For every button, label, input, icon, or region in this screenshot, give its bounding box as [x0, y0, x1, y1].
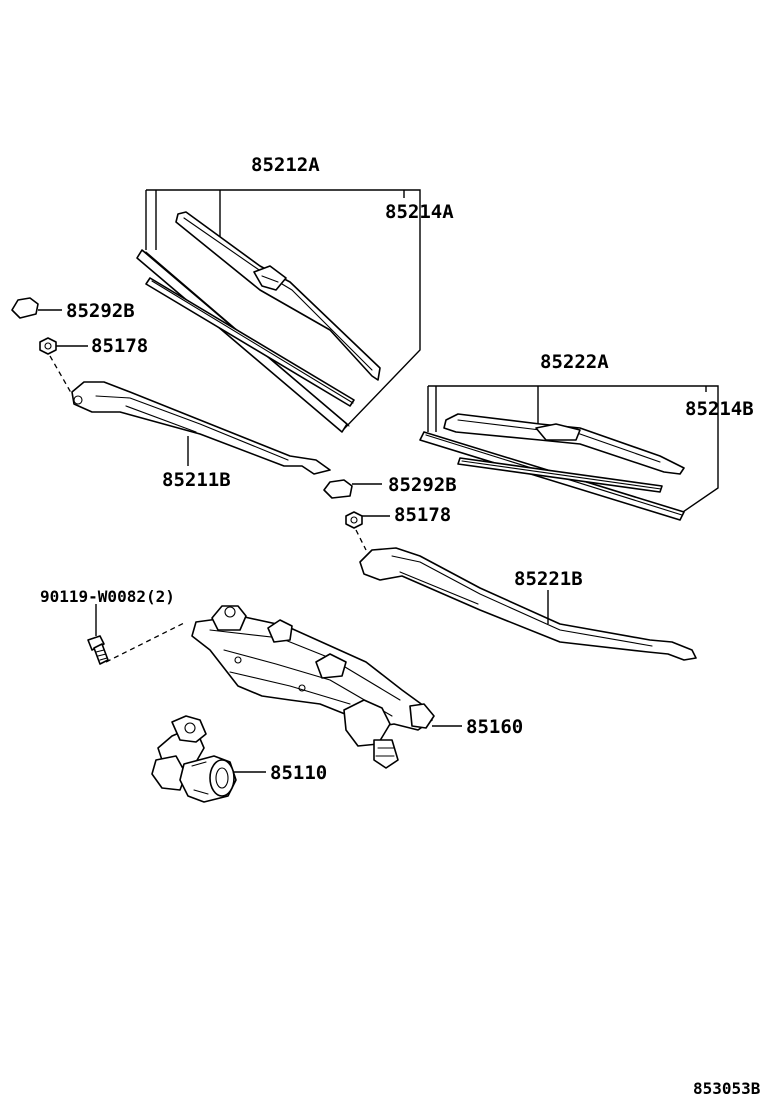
callout-labels: 85212A 85214A 85292B 85178 85211B 85222A…: [40, 154, 760, 1098]
passenger-wiper-blade: [443, 413, 685, 475]
front-blade-rubber-strip: [145, 277, 355, 407]
label-85178-front: 85178: [91, 335, 148, 357]
wiper-motor: [151, 715, 237, 803]
passenger-arm-nut: [345, 511, 363, 529]
wiper-link-assembly: [191, 605, 435, 769]
label-85292B-rear: 85292B: [388, 474, 457, 496]
label-85221B: 85221B: [514, 568, 583, 590]
label-85292B-front: 85292B: [66, 300, 135, 322]
label-85211B: 85211B: [162, 469, 231, 491]
label-85178-rear: 85178: [394, 504, 451, 526]
label-85110: 85110: [270, 762, 327, 784]
label-90119-W0082: 90119-W0082(2): [40, 587, 175, 606]
front-arm-nut: [39, 337, 57, 355]
passenger-arm-cap: [323, 479, 353, 499]
mounting-bolt: [87, 635, 109, 665]
figure-code: 853053B: [693, 1079, 760, 1098]
front-wiper-arm: [71, 381, 331, 475]
label-85222A: 85222A: [540, 351, 609, 373]
front-wiper-blade-group: [11, 189, 421, 475]
passenger-wiper-arm: [359, 547, 697, 661]
front-wiper-blade: [175, 211, 381, 381]
label-85160: 85160: [466, 716, 523, 738]
label-85212A: 85212A: [251, 154, 320, 176]
label-85214B: 85214B: [685, 398, 754, 420]
passenger-wiper-blade-group: [419, 385, 719, 521]
label-85214A: 85214A: [385, 201, 454, 223]
front-arm-cap: [11, 297, 39, 319]
